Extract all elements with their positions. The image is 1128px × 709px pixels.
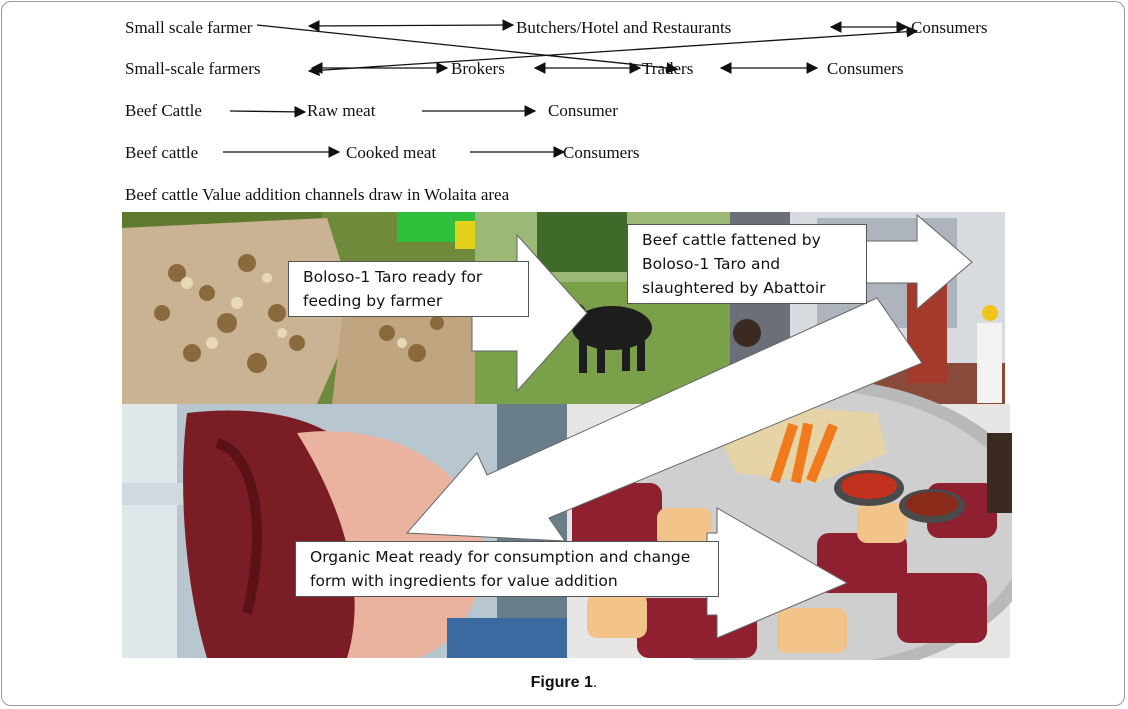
label-taro-line-2: feeding by farmer <box>303 292 443 310</box>
label-cattle: Beef cattle fattened by Boloso-1 Taro an… <box>627 224 867 304</box>
flow-arrow-3 <box>405 297 923 542</box>
figure-caption-suffix: . <box>592 674 598 691</box>
channel-4-cooked-meat: Cooked meat <box>346 143 437 162</box>
channel-3-consumer: Consumer <box>548 101 618 120</box>
channel-1-small-scale-farmer: Small scale farmer <box>125 18 253 37</box>
channel-3-beef-cattle: Beef Cattle <box>125 101 202 120</box>
channel-4-consumers: Consumers <box>563 143 640 162</box>
label-meat-line-2: form with ingredients for value addition <box>310 572 618 590</box>
label-taro: Boloso-1 Taro ready for feeding by farme… <box>288 261 529 317</box>
channel-2-small-scale-farmers: Small-scale farmers <box>125 59 261 78</box>
label-cattle-line-3: slaughtered by Abattoir <box>642 279 826 297</box>
label-meat: Organic Meat ready for consumption and c… <box>295 541 719 597</box>
label-meat-line-1: Organic Meat ready for consumption and c… <box>310 548 691 566</box>
figure-caption-label: Figure 1 <box>530 674 593 691</box>
channel-4-beef-cattle: Beef cattle <box>125 143 199 162</box>
label-cattle-line-1: Beef cattle fattened by <box>642 231 821 249</box>
flow-arrow-4 <box>706 507 849 639</box>
channel-1-consumers: Consumers <box>911 18 988 37</box>
channel-arrows <box>223 19 919 158</box>
channel-3-raw-meat: Raw meat <box>307 101 376 120</box>
label-cattle-line-2: Boloso-1 Taro and <box>642 255 781 273</box>
label-taro-line-1: Boloso-1 Taro ready for <box>303 268 483 286</box>
figure: Small scale farmer Butchers/Hotel and Re… <box>117 13 1012 660</box>
flow-arrow-2 <box>856 213 973 311</box>
channels-heading: Beef cattle Value addition channels draw… <box>125 185 510 204</box>
figure-caption: Figure 1. <box>0 674 1128 692</box>
